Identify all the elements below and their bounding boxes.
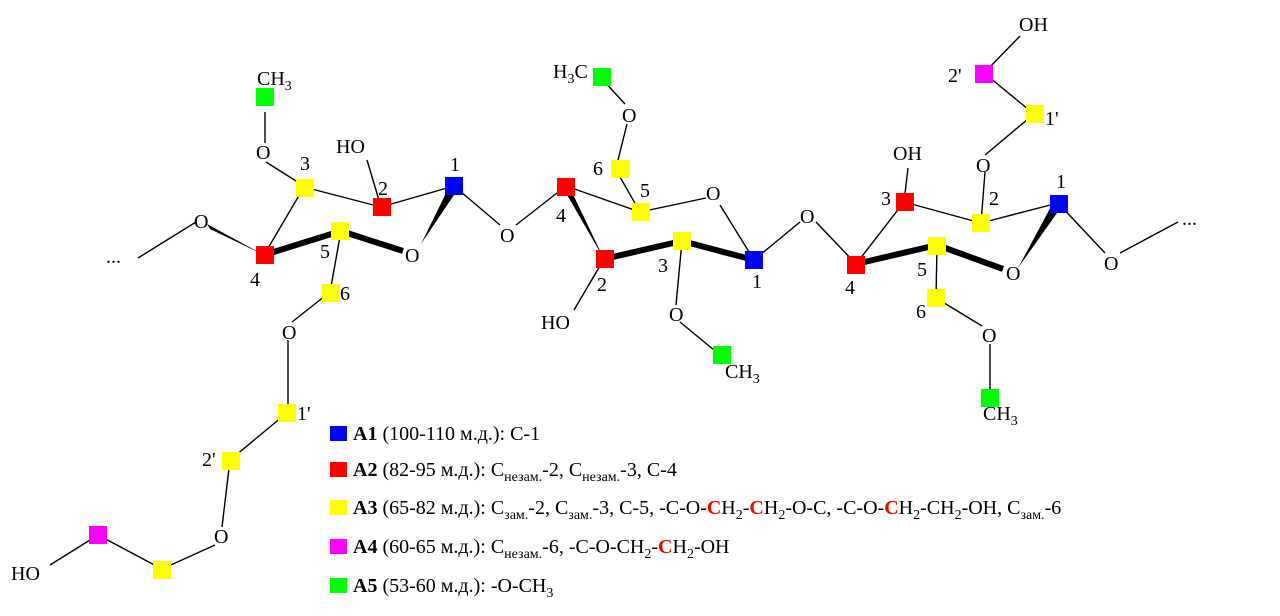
marker-a3 <box>673 232 691 250</box>
position-number: 1 <box>1056 171 1066 193</box>
swatch-a3 <box>330 500 347 515</box>
methyl-label: H3C <box>553 61 588 87</box>
position-number: 6 <box>916 301 926 323</box>
atom-markers <box>89 65 1068 579</box>
marker-a1 <box>445 177 463 195</box>
legend-row-a5: A5 (53-60 м.д.): -O-CH3 <box>330 575 553 602</box>
oxygen-label: O <box>405 245 419 267</box>
position-number: 4 <box>250 269 260 291</box>
marker-a3 <box>331 222 349 240</box>
hydroxyl-label: HO <box>541 312 570 334</box>
chain-continuation-right: ... <box>1182 208 1197 230</box>
oxygen-label: O <box>800 206 814 228</box>
legend-row-a2: A2 (82-95 м.д.): Cнезам.-2, Cнезам.-3, C… <box>330 459 677 486</box>
position-number: 1 <box>450 154 460 176</box>
swatch-a4 <box>330 539 347 554</box>
position-number: 2' <box>948 65 962 87</box>
oxygen-label: O <box>706 183 720 205</box>
position-number: 5 <box>320 241 330 263</box>
oxygen-label: O <box>214 526 228 548</box>
marker-a5 <box>713 346 731 364</box>
oxygen-label: O <box>194 211 208 233</box>
marker-a3 <box>296 179 314 197</box>
position-number: 4 <box>556 205 566 227</box>
marker-a4 <box>975 65 993 83</box>
hydroxyl-label: OH <box>893 143 922 165</box>
position-number: 2 <box>597 274 607 296</box>
marker-a3 <box>1026 105 1044 123</box>
position-number: 2 <box>989 188 999 210</box>
atom-labels: ... ... O O O O O O O O O O O O O O HO H… <box>11 14 1197 585</box>
position-number: 3 <box>658 255 668 277</box>
swatch-a1 <box>330 426 347 441</box>
position-number: 1' <box>297 403 311 425</box>
oxygen-label: O <box>256 142 270 164</box>
marker-a3 <box>972 214 990 232</box>
marker-a4 <box>89 526 107 544</box>
oxygen-label: O <box>500 225 514 247</box>
marker-a3 <box>278 404 296 422</box>
marker-a2 <box>596 250 614 268</box>
marker-a3 <box>322 284 340 302</box>
hydroxyl-label: HO <box>11 563 40 585</box>
marker-a3 <box>222 452 240 470</box>
oxygen-label: O <box>1104 253 1118 275</box>
position-number: 3 <box>881 188 891 210</box>
position-number: 6 <box>340 283 350 305</box>
marker-a2 <box>557 178 575 196</box>
oxygen-label: O <box>669 304 683 326</box>
legend-row-a4: A4 (60-65 м.д.): Cнезам.-6, -C-O-CH2-CH2… <box>330 536 730 563</box>
legend-row-a1: A1 (100-110 м.д.): C-1 <box>330 423 540 446</box>
marker-a3 <box>153 561 171 579</box>
marker-a2 <box>373 198 391 216</box>
position-number: 6 <box>593 158 603 180</box>
bonds <box>49 35 1179 570</box>
marker-a5 <box>593 68 611 86</box>
marker-a3 <box>927 289 945 307</box>
oxygen-label: O <box>282 322 296 344</box>
swatch-a2 <box>330 462 347 477</box>
methyl-label: CH3 <box>983 403 1018 429</box>
marker-a5 <box>256 88 274 106</box>
marker-a1 <box>745 251 763 269</box>
marker-a5 <box>981 389 999 407</box>
position-number: 1 <box>752 271 762 293</box>
position-number: 2' <box>202 449 216 471</box>
hydroxyl-label: OH <box>1019 14 1048 36</box>
position-number: 3 <box>300 153 310 175</box>
position-number: 5 <box>917 259 927 281</box>
oxygen-label: O <box>622 105 636 127</box>
marker-a2 <box>896 193 914 211</box>
marker-a2 <box>847 256 865 274</box>
marker-a3 <box>632 203 650 221</box>
bold-bonds <box>263 228 1005 272</box>
oxygen-label: O <box>982 325 996 347</box>
position-number: 1' <box>1045 108 1059 130</box>
oxygen-label: O <box>976 155 990 177</box>
methyl-label: CH3 <box>725 361 760 387</box>
marker-a3 <box>928 237 946 255</box>
marker-a1 <box>1050 195 1068 213</box>
methyl-label: CH3 <box>257 68 292 94</box>
marker-a3 <box>611 160 629 178</box>
chain-continuation-left: ... <box>106 246 121 268</box>
position-number: 4 <box>845 277 855 299</box>
position-number: 2 <box>378 178 388 200</box>
hydroxyl-label: HO <box>336 136 365 158</box>
wedge-bonds <box>207 183 1062 268</box>
legend-row-a3: A3 (65-82 м.д.): Cзам.-2, Cзам.-3, C-5, … <box>330 497 1061 524</box>
marker-a2 <box>256 246 274 264</box>
position-number: 5 <box>640 180 650 202</box>
swatch-a5 <box>330 578 347 593</box>
oxygen-label: O <box>1006 263 1020 285</box>
